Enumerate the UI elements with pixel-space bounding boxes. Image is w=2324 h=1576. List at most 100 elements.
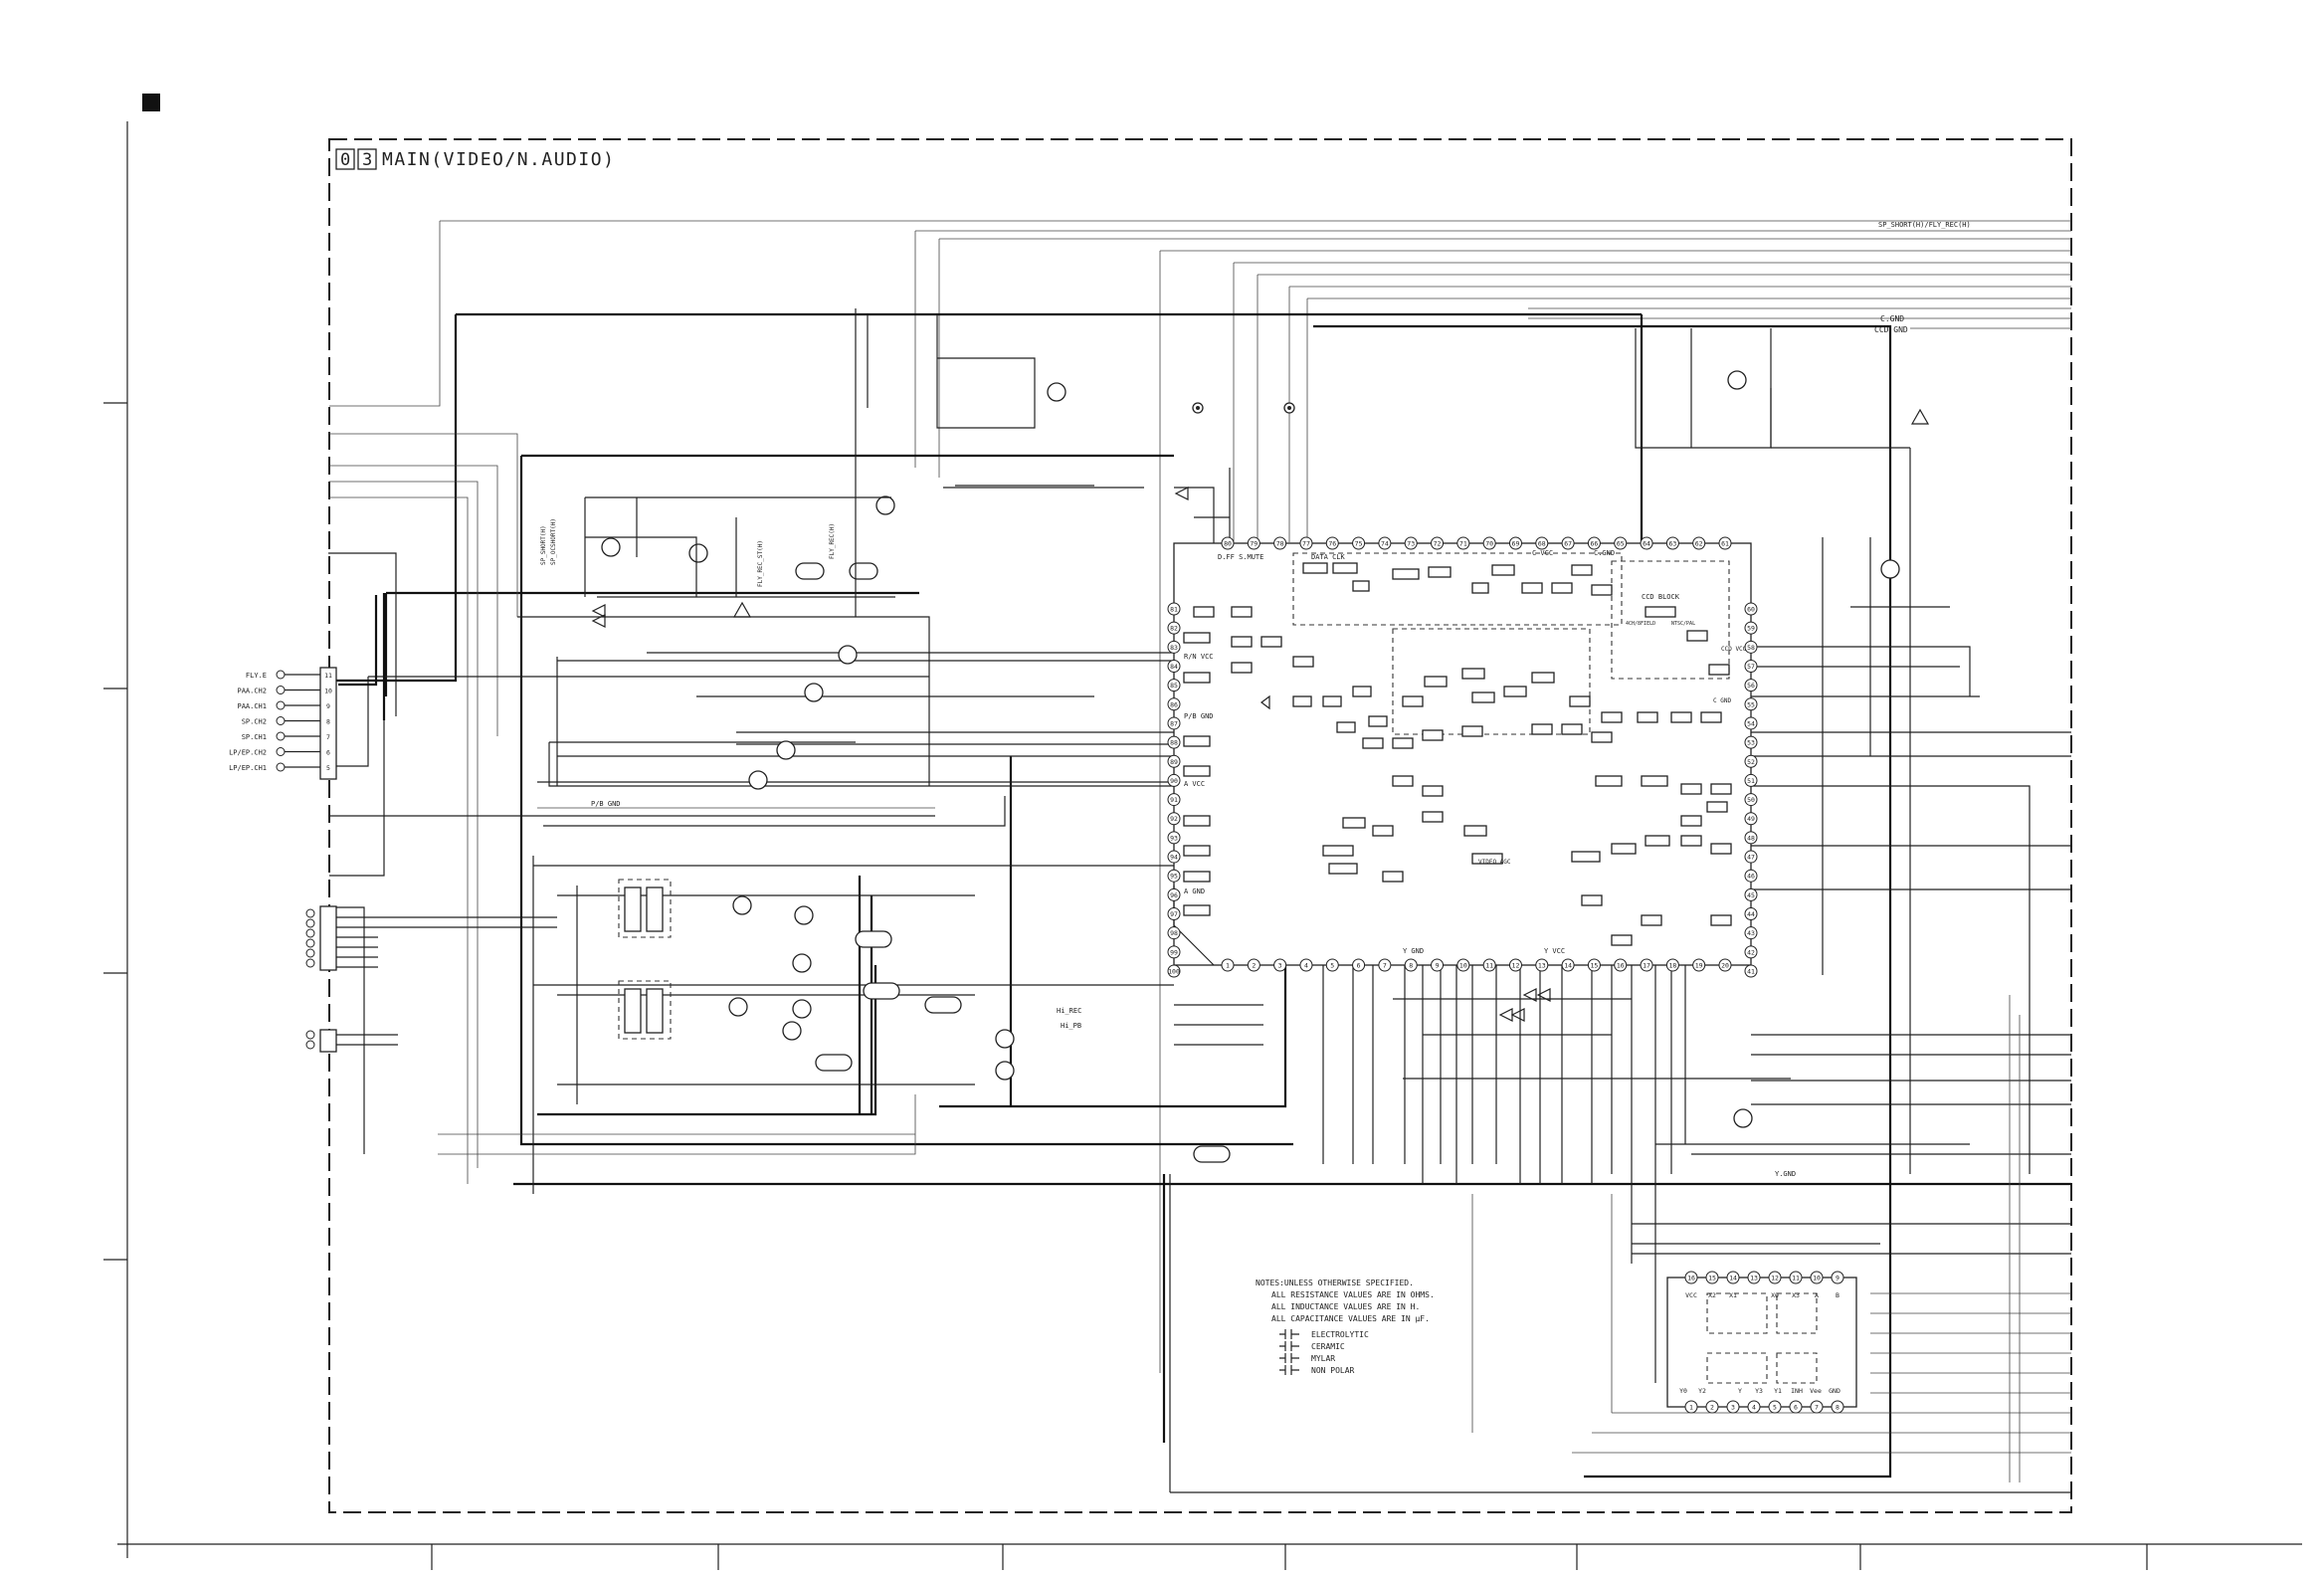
- ic-pin-81: 81: [1167, 602, 1181, 616]
- ic-pin-4: 4: [1299, 958, 1313, 972]
- ic-pin-89-number: 89: [1170, 758, 1178, 766]
- block-title: 0 3 MAIN(VIDEO/N.AUDIO): [335, 148, 615, 170]
- switch-top-label: X3: [1792, 1291, 1800, 1299]
- ic-pin-70: 70: [1482, 536, 1496, 550]
- ic-pin-77: 77: [1299, 536, 1313, 550]
- ic-pin-65-number: 65: [1617, 540, 1625, 548]
- ic-pin-73-number: 73: [1407, 540, 1415, 548]
- ic-pin-14: 14: [1561, 958, 1575, 972]
- ic-pin-17-number: 17: [1643, 962, 1650, 970]
- ic-pin-72: 72: [1431, 536, 1445, 550]
- switch-pin-13-number: 13: [1750, 1275, 1758, 1282]
- net-ccd-gnd: CCD GND: [1874, 325, 1908, 334]
- ic-pin-17: 17: [1640, 958, 1653, 972]
- ic-pin-57: 57: [1744, 659, 1758, 673]
- legend-electrolytic: ELECTROLYTIC: [1311, 1330, 1369, 1339]
- connector-left-signal: LP/EP.CH2: [229, 749, 267, 757]
- ic-pin-41: 41: [1744, 964, 1758, 978]
- ic-pin-6: 6: [1352, 958, 1366, 972]
- ic-pin-85-number: 85: [1170, 682, 1178, 690]
- ic-pin-60-number: 60: [1747, 606, 1755, 614]
- ic-pin-3: 3: [1273, 958, 1287, 972]
- ic-pin-15-number: 15: [1591, 962, 1599, 970]
- ic-pin-51: 51: [1744, 773, 1758, 787]
- ic-pin-83-number: 83: [1170, 644, 1178, 652]
- ic-pin-74: 74: [1378, 536, 1392, 550]
- ic-pin-70-number: 70: [1485, 540, 1493, 548]
- ic-pin-10: 10: [1456, 958, 1470, 972]
- ic-pin-47-number: 47: [1747, 854, 1755, 862]
- ic-label-y-gnd: Y GND: [1403, 947, 1424, 955]
- ic-pin-16-number: 16: [1617, 962, 1625, 970]
- ic-pin-69: 69: [1508, 536, 1522, 550]
- ic-label-video-agc: VIDEO AGC: [1478, 859, 1511, 866]
- switch-pin-7: 7: [1810, 1400, 1824, 1414]
- ic-pin-99-number: 99: [1170, 948, 1178, 956]
- ic-label-y-vcc: Y VCC: [1544, 947, 1565, 955]
- switch-pin-14: 14: [1726, 1271, 1740, 1284]
- ic-pin-56-number: 56: [1747, 682, 1755, 690]
- switch-ic: [1666, 1277, 1857, 1408]
- ic-pin-6-number: 6: [1357, 962, 1361, 970]
- ic-label-rn-vcc: R/N VCC: [1184, 653, 1214, 661]
- ic-pin-63-number: 63: [1668, 540, 1676, 548]
- ic-pin-2-number: 2: [1252, 962, 1256, 970]
- connector-left-pin: 11: [324, 672, 332, 680]
- ic-pin-18: 18: [1665, 958, 1679, 972]
- switch-pin-12-number: 12: [1771, 1275, 1779, 1282]
- switch-bottom-label: Vee: [1810, 1387, 1822, 1395]
- ic-pin-58-number: 58: [1747, 644, 1755, 652]
- notes-legend-symbols: [1279, 1329, 1299, 1375]
- ic-pin-66: 66: [1587, 536, 1601, 550]
- connector-left-signal: SP.CH2: [242, 718, 267, 726]
- switch-top-label: X0: [1771, 1291, 1779, 1299]
- switch-pin-9: 9: [1831, 1271, 1844, 1284]
- ic-pin-13-number: 13: [1538, 962, 1546, 970]
- block-title-text: MAIN(VIDEO/N.AUDIO): [382, 149, 615, 170]
- net-pb-gnd: P/B GND: [591, 800, 621, 808]
- ic-pin-67-number: 67: [1564, 540, 1572, 548]
- switch-pin-11-number: 11: [1792, 1275, 1800, 1282]
- top-left-circuitry: [584, 308, 1231, 617]
- ic-pin-52: 52: [1744, 754, 1758, 768]
- notes-line-2: ALL INDUCTANCE VALUES ARE IN H.: [1271, 1302, 1420, 1311]
- switch-pin-14-number: 14: [1729, 1275, 1737, 1282]
- right-circuitry: [1632, 328, 2071, 1255]
- ic-pin-86-number: 86: [1170, 700, 1178, 708]
- switch-pin-4-number: 4: [1752, 1404, 1756, 1412]
- ic-pin-46: 46: [1744, 869, 1758, 883]
- ic-label-pb-gnd: P/B GND: [1184, 712, 1214, 720]
- left-wiring: [328, 433, 1174, 1184]
- ic-pin-2: 2: [1247, 958, 1260, 972]
- ic-pin-90: 90: [1167, 773, 1181, 787]
- ic-pin-66-number: 66: [1591, 540, 1599, 548]
- notes-line-1: ALL RESISTANCE VALUES ARE IN OHMS.: [1271, 1290, 1435, 1299]
- ic-pin-67: 67: [1561, 536, 1575, 550]
- ic-pin-92: 92: [1167, 812, 1181, 826]
- switch-pin-5: 5: [1768, 1400, 1782, 1414]
- transistors: [601, 370, 1900, 1163]
- ic-pin-43: 43: [1744, 926, 1758, 940]
- ic-pin-93-number: 93: [1170, 834, 1178, 842]
- ic-pin-46-number: 46: [1747, 873, 1755, 881]
- net-y-gnd-bottom: Y.GND: [1775, 1170, 1796, 1178]
- ic-pin-87: 87: [1167, 716, 1181, 730]
- ic-pin-54: 54: [1744, 716, 1758, 730]
- ic-pin-64-number: 64: [1643, 540, 1650, 548]
- ic-pin-96-number: 96: [1170, 891, 1178, 899]
- block-number-digit-2: 3: [362, 150, 372, 170]
- ic-pin-79: 79: [1247, 536, 1260, 550]
- ic-pin-20-number: 20: [1721, 962, 1729, 970]
- ic-pin-58: 58: [1744, 640, 1758, 654]
- switch-pin-6: 6: [1789, 1400, 1803, 1414]
- ic-pin-11-number: 11: [1485, 962, 1493, 970]
- ic-pin-83: 83: [1167, 640, 1181, 654]
- main-ic-labels: D.FF S.MUTE DATA CLK C VCC C.GND CCD BLO…: [1184, 549, 1747, 955]
- ic-label-s-mute: D.FF S.MUTE: [1218, 553, 1263, 561]
- ic-label-a-gnd: A GND: [1184, 887, 1205, 895]
